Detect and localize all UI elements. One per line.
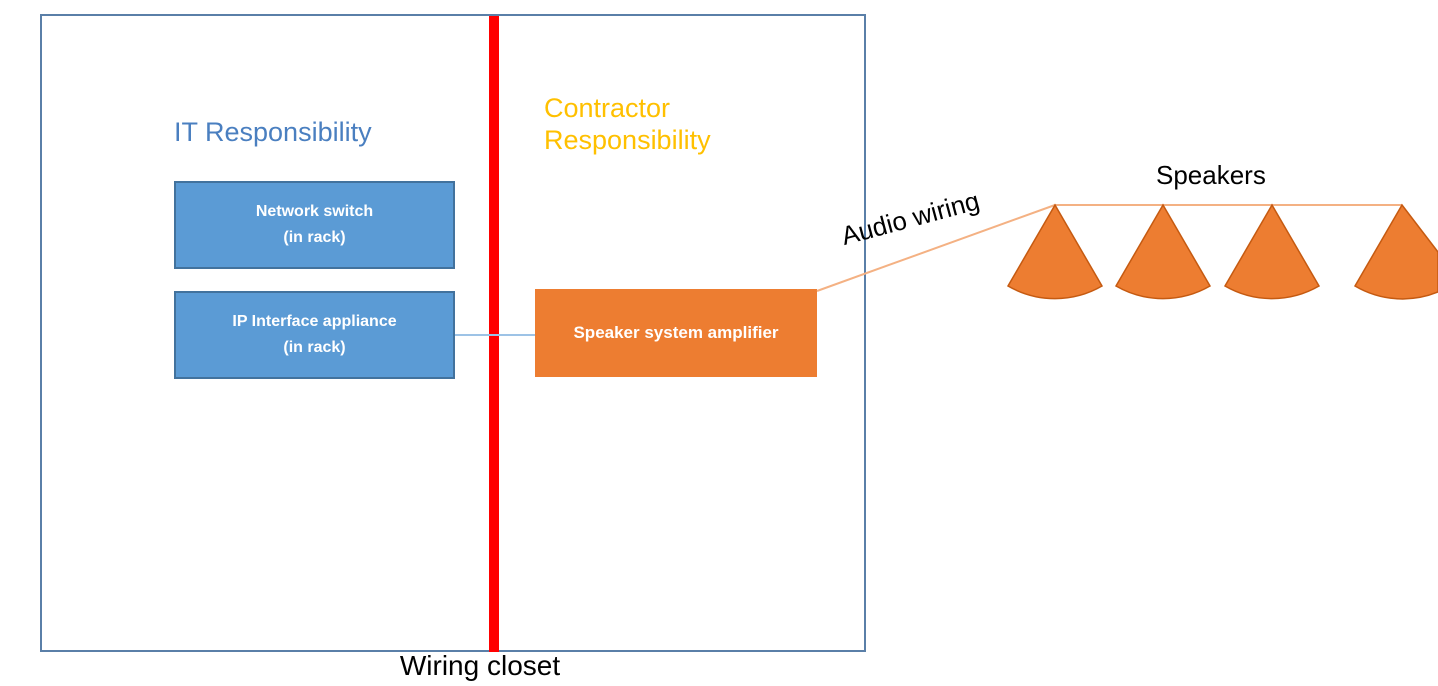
contractor-responsibility-heading: Contractor Responsibility: [544, 92, 711, 157]
it-responsibility-heading: IT Responsibility: [174, 117, 372, 147]
wiring-closet-frame: [40, 14, 866, 652]
amplifier-label: Speaker system amplifier: [573, 322, 779, 342]
network-switch-box: Network switch (in rack): [174, 181, 455, 269]
ip-interface-label: IP Interface appliance: [232, 312, 397, 330]
ip-interface-appliance-box: IP Interface appliance (in rack): [174, 291, 455, 379]
speakers-label: Speakers: [1156, 160, 1266, 190]
ip-interface-sublabel: (in rack): [283, 339, 346, 356]
speaker-icon: [1353, 203, 1438, 300]
responsibility-divider: [489, 16, 499, 652]
speaker-icon: [1006, 203, 1104, 300]
network-switch-label: Network switch: [255, 202, 374, 220]
speaker-icon: [1223, 203, 1321, 300]
contractor-heading-line1: Contractor: [544, 93, 671, 123]
contractor-heading-line2: Responsibility: [544, 125, 711, 156]
wiring-closet-label: Wiring closet: [399, 650, 561, 681]
speaker-icon: [1114, 203, 1212, 300]
network-switch-sublabel: (in rack): [283, 229, 346, 246]
speaker-system-amplifier-box: Speaker system amplifier: [535, 289, 817, 377]
